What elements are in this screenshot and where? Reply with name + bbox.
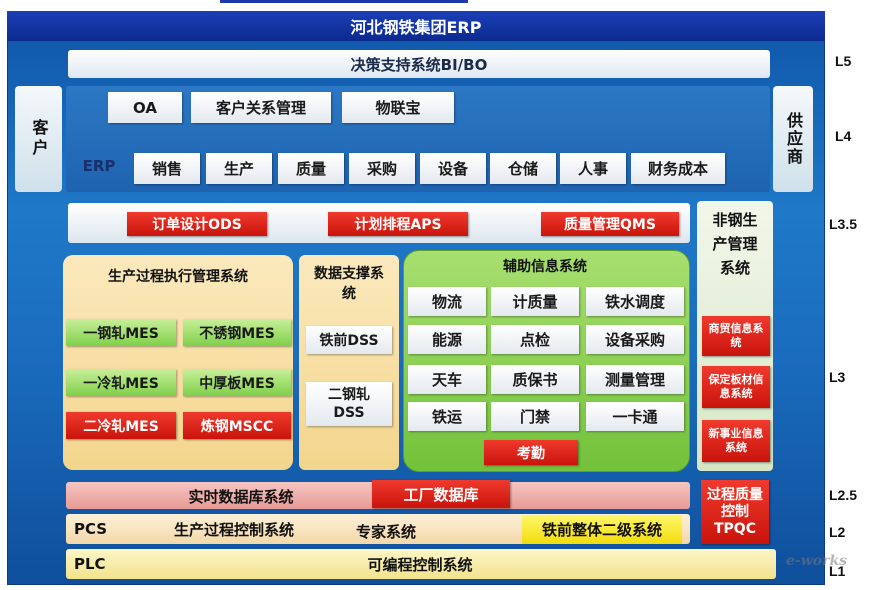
aux-item-railway: 铁运 [408,402,486,431]
level-l4: L4 [835,128,852,144]
mes-item-4: 中厚板MES [183,369,291,396]
mes-item-3: 一冷轧MES [66,369,176,396]
aux-panel [403,250,690,472]
erp-module-hr: 人事 [560,153,626,184]
process-control-label: 生产过程控制系统 [173,520,294,539]
supplier-box: 供应商 [773,86,813,192]
plc-label: PLC [74,555,106,573]
aux-item-quality-cert: 质保书 [491,365,579,394]
level-l2: L2 [829,524,846,540]
aux-item-hot-metal-dispatch: 铁水调度 [586,287,684,316]
erp-module-production: 生产 [206,153,272,184]
aux-title: 辅助信息系统 [503,259,587,275]
level-l1: L1 [829,563,846,579]
plc-system-label: 可编程控制系统 [367,555,473,574]
aux-item-energy: 能源 [408,325,486,354]
aux-item-inspection: 点检 [491,325,579,354]
tpqc-box: 过程质量控制TPQC [701,480,769,544]
baoding-info-box: 保定板材信息系统 [702,366,770,408]
erp-label: ERP [82,157,116,175]
attendance-box: 考勤 [484,440,578,465]
bi-bar: 决策支持系统BI/BO [68,50,770,78]
customer-label: 客户 [29,119,49,159]
non-steel-title: 非钢生产管理系统 [712,211,758,277]
aux-item-measurement: 测量管理 [586,365,684,394]
erp-module-equipment: 设备 [420,153,486,184]
erp-module-warehouse: 仓储 [490,153,556,184]
level-l3: L3 [829,369,846,385]
mes-item-1: 一钢轧MES [66,319,176,346]
erp-module-quality: 质量 [278,153,344,184]
oa-box: OA [108,92,182,123]
new-business-info-box: 新事业信息系统 [702,420,770,462]
erp-module-finance: 财务成本 [631,153,725,184]
aux-item-crane: 天车 [408,365,486,394]
erp-module-purchase: 采购 [349,153,415,184]
diagram-title: 河北钢铁集团ERP [7,11,825,41]
mes-item-5: 二冷轧MES [66,412,176,439]
aux-item-access-control: 门禁 [491,402,579,431]
aux-item-equipment-purchase: 设备采购 [586,325,684,354]
dss-panel [299,255,399,470]
realtime-label: 实时数据库系统 [188,487,294,506]
supplier-label: 供应商 [784,112,803,166]
level-l25: L2.5 [829,487,858,503]
mes-item-6: 炼钢MSCC [183,412,291,439]
plc-bar [66,549,776,579]
pcs-label: PCS [74,520,108,538]
watermark: e-works [786,553,848,569]
trade-info-box: 商贸信息系统 [702,316,770,356]
top-accent-line [220,0,468,3]
dss-item-1: 铁前DSS [306,326,392,354]
dss-item-2: 二钢轧DSS [306,382,392,426]
qms-box: 质量管理QMS [541,212,679,236]
level-l5: L5 [835,53,852,69]
customer-box: 客户 [15,86,62,192]
aux-item-one-card: 一卡通 [586,402,684,431]
erp-module-sales: 销售 [134,153,200,184]
aps-box: 计划排程APS [328,212,468,236]
crm-box: 客户关系管理 [191,92,331,123]
iot-box: 物联宝 [342,92,454,123]
mes-title: 生产过程执行管理系统 [108,269,248,285]
iron-l2-box: 铁前整体二级系统 [522,515,682,544]
aux-item-logistics: 物流 [408,287,486,316]
ods-box: 订单设计ODS [127,212,267,236]
expert-system-label: 专家系统 [355,522,416,541]
dss-title: 数据支撑系统 [314,266,384,302]
aux-item-metering: 计质量 [491,287,579,316]
mes-item-2: 不锈钢MES [183,319,291,346]
level-l35: L3.5 [829,216,858,232]
factory-db-box: 工厂数据库 [372,480,510,508]
